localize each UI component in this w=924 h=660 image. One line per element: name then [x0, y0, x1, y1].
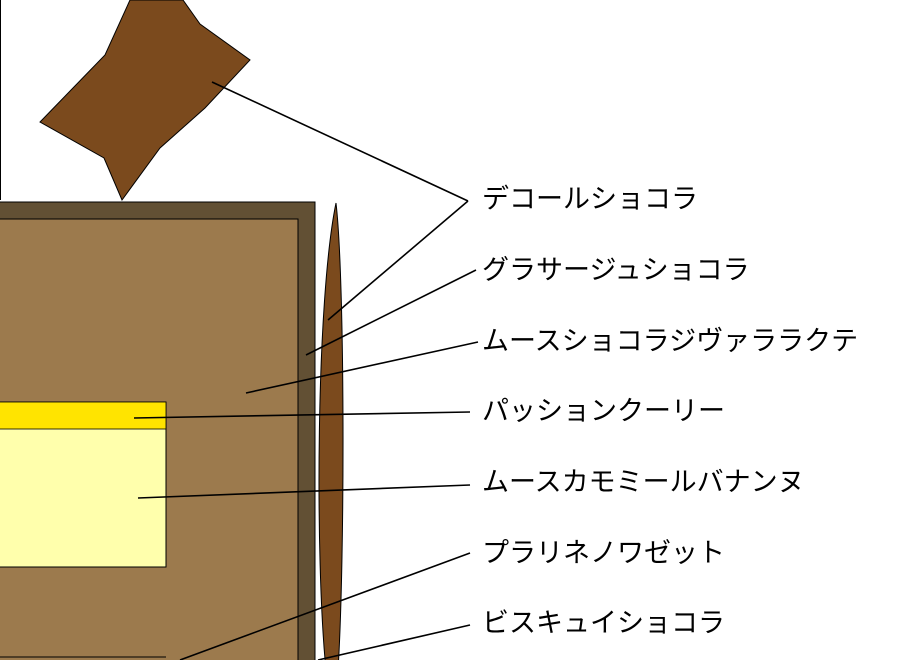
label-biscuit: ビスキュイショコラ — [482, 608, 725, 639]
label-decor: デコールショコラ — [482, 184, 698, 215]
label-praline: プラリネノワゼット — [482, 538, 725, 569]
leader-line-passion — [133, 411, 471, 419]
decor-chocolate-shape — [39, 0, 251, 202]
leader-line-praline — [179, 552, 471, 660]
leader-line-biscuit — [317, 624, 471, 660]
leader-line-decor-top — [211, 81, 469, 202]
label-chamomile-banana-mousse: ムースカモミールバナンヌ — [482, 467, 805, 498]
passion-coulis-layer — [0, 401, 167, 430]
leader-line-chamomile — [137, 484, 471, 499]
leader-line-mousse-chocolate — [245, 341, 479, 394]
side-chocolate-decoration — [318, 202, 344, 660]
label-glaze: グラサージュショコラ — [482, 255, 750, 286]
leader-line-glaze — [305, 269, 477, 356]
label-mousse-chocolate: ムースショコラジヴァララクテ — [482, 326, 859, 357]
leader-line-decor-side — [327, 200, 469, 321]
label-passion-coulis: パッションクーリー — [482, 396, 725, 427]
